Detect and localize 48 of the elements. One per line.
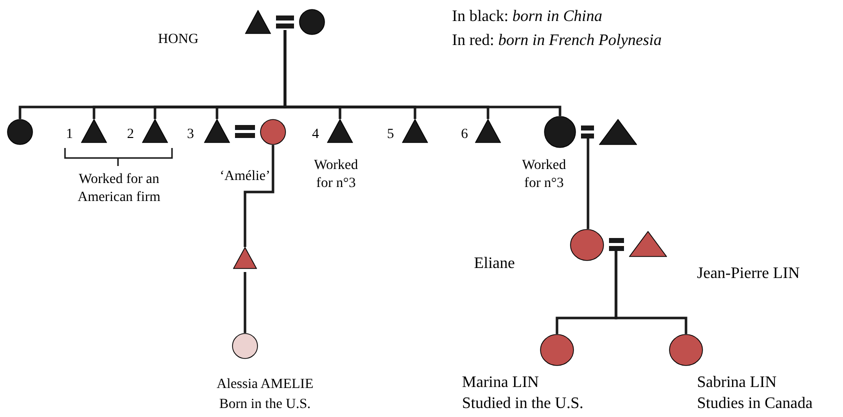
marriage-sign: [232, 125, 258, 138]
legend-text: In red: born in French Polynesia: [452, 31, 663, 51]
person-label: Sabrina LIN: [697, 373, 778, 393]
person-label: HONG: [158, 31, 200, 49]
female-circle: [7, 119, 33, 145]
male-triangle: [327, 119, 353, 143]
legend-text: In black: born in China: [452, 7, 604, 27]
person-label: Eliane: [474, 254, 516, 274]
person-label: ‘Amélie’: [218, 168, 272, 186]
person-label: Studied in the U.S.: [462, 394, 584, 414]
male-triangle: [402, 119, 428, 143]
descent-line: [614, 250, 688, 334]
male-triangle: [245, 10, 271, 34]
male-triangle: [599, 119, 637, 145]
descent-line: [284, 30, 562, 116]
person-label: Jean-Pierre LIN: [697, 264, 801, 284]
male-triangle: [81, 119, 107, 143]
person-label: Worked for n°3: [313, 157, 359, 193]
descent-line: [586, 138, 590, 229]
male-triangle: [475, 119, 501, 143]
female-circle: [260, 119, 286, 145]
descent-line: [244, 145, 274, 247]
marriage-sign: [274, 16, 296, 28]
person-label: Alessia AMELIE: [216, 376, 314, 394]
person-label: 4: [312, 126, 320, 144]
person-label: 5: [387, 126, 395, 144]
female-circle: [570, 229, 604, 261]
marriage-sign: [578, 126, 596, 138]
marriage-sign: [606, 238, 626, 251]
person-label: 3: [187, 126, 195, 144]
male-triangle: [142, 119, 168, 143]
female-circle: [232, 333, 258, 359]
person-label: 1: [66, 126, 74, 144]
male-triangle: [629, 231, 667, 257]
male-triangle: [204, 119, 230, 143]
person-label: 6: [461, 126, 469, 144]
female-circle: [540, 334, 574, 366]
person-label: Studies in Canada: [697, 394, 814, 414]
male-triangle: [233, 247, 257, 269]
person-label: Born in the U.S.: [218, 396, 312, 414]
female-circle: [669, 334, 703, 366]
descent-line: [244, 272, 246, 333]
person-label: Worked for n°3: [521, 157, 567, 193]
group-note: Worked for an American firm: [76, 171, 162, 207]
female-circle: [299, 9, 325, 35]
person-label: Marina LIN: [462, 373, 540, 393]
female-circle: [544, 116, 576, 148]
person-label: 2: [127, 126, 135, 144]
